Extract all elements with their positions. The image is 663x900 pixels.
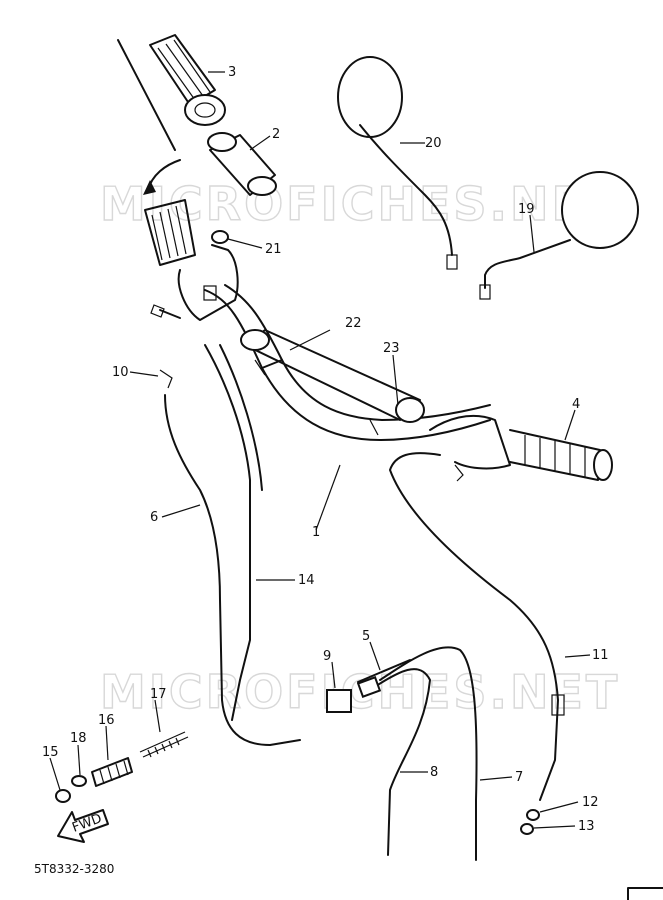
cable-part-5 <box>357 659 411 683</box>
label-1: 1 <box>312 525 320 540</box>
right-grip-assembly <box>429 414 613 482</box>
label-19: 19 <box>518 202 535 217</box>
grip-part-3 <box>149 34 226 126</box>
label-2: 2 <box>272 127 280 142</box>
junction-part-9 <box>326 689 352 713</box>
label-8: 8 <box>430 765 438 780</box>
cable-part-11 <box>389 452 559 801</box>
label-18: 18 <box>70 731 87 746</box>
label-14: 14 <box>298 573 315 588</box>
mirror-part-20 <box>337 56 458 270</box>
label-11: 11 <box>592 648 609 663</box>
tube-part-2 <box>207 132 277 196</box>
label-17: 17 <box>150 687 167 702</box>
spring-part-16 <box>91 757 133 787</box>
label-23: 23 <box>383 341 400 356</box>
label-9: 9 <box>323 649 331 664</box>
watermark-top: MICROFICHES.NET <box>100 177 620 231</box>
label-22: 22 <box>345 316 362 331</box>
label-16: 16 <box>98 713 115 728</box>
diagram-code: 5T8332-3280 <box>34 862 114 876</box>
assembly-arrow <box>117 39 181 191</box>
label-21: 21 <box>265 242 282 257</box>
corner-mark <box>627 887 663 900</box>
part-12 <box>526 809 540 821</box>
label-10: 10 <box>112 365 129 380</box>
cable-part-7 <box>379 646 478 861</box>
label-4: 4 <box>572 397 580 412</box>
part-15 <box>55 789 71 803</box>
cable-part-8 <box>369 668 431 856</box>
left-grip-assembly <box>144 199 239 321</box>
callouts: 3 2 21 20 19 22 23 4 10 6 1 14 11 5 9 17… <box>42 65 609 834</box>
balancer-weight <box>240 329 425 436</box>
cable-part-14 <box>204 344 251 721</box>
label-7: 7 <box>515 770 523 785</box>
spring-part-17 <box>139 731 189 758</box>
fwd-arrow: FWD <box>57 809 109 843</box>
label-15: 15 <box>42 745 59 760</box>
label-13: 13 <box>578 819 595 834</box>
cable-part-6 <box>164 394 301 746</box>
label-6: 6 <box>150 510 158 525</box>
cap-part-21 <box>211 230 229 244</box>
label-12: 12 <box>582 795 599 810</box>
label-5: 5 <box>362 629 370 644</box>
part-18 <box>71 775 87 787</box>
watermark-bottom: MICROFICHES.NET <box>100 665 620 719</box>
label-3: 3 <box>228 65 236 80</box>
label-20: 20 <box>425 136 442 151</box>
mirror-part-19 <box>479 171 639 300</box>
part-13 <box>520 823 534 835</box>
